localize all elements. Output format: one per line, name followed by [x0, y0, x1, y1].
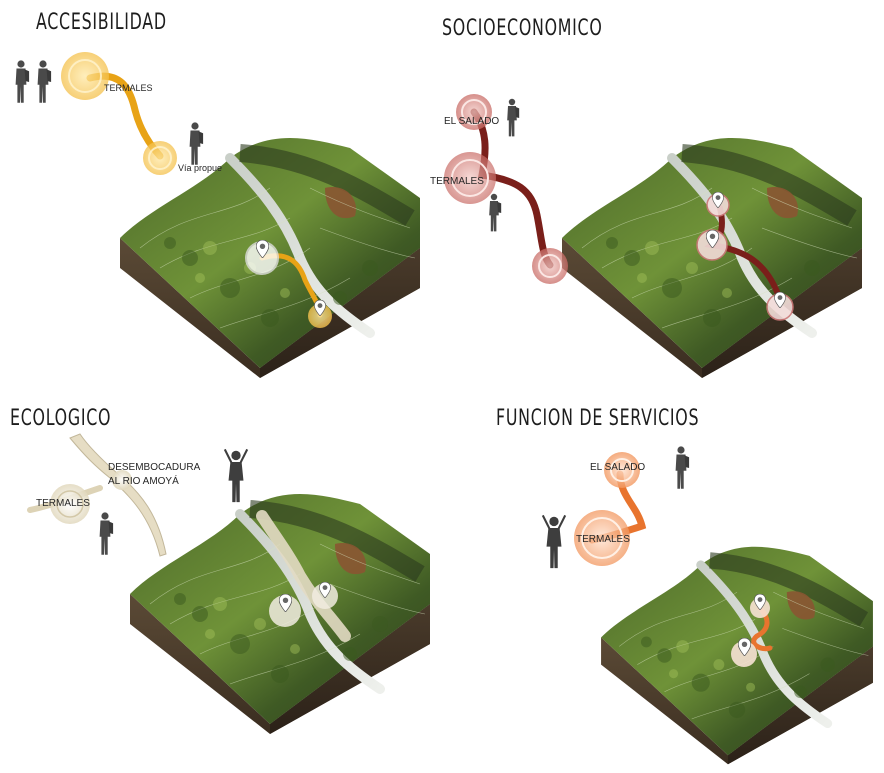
hiker-figure	[16, 60, 30, 102]
hiker-figure	[100, 512, 114, 554]
hiker-figure	[190, 122, 204, 164]
panel-socioeconomico: SOCIOECONOMICO EL SALADO TERMALES	[442, 0, 884, 386]
ecologico-diagram	[0, 386, 442, 773]
person-arms-up-figure	[542, 515, 566, 568]
funcion-diagram	[442, 386, 884, 773]
label-termales: TERMALES	[576, 534, 630, 546]
panel-ecologico: ECOLOGICO DESEMBOCADURA AL RIO AMOYÁ TER…	[0, 386, 442, 773]
hiker-figure	[489, 194, 501, 232]
label-desembocadura: DESEMBOCADURA	[108, 462, 200, 474]
label-el-salado: EL SALADO	[590, 462, 645, 474]
label-termales: TERMALES	[104, 82, 153, 94]
hiker-figure	[38, 60, 52, 102]
label-rio-amoya: AL RIO AMOYÁ	[108, 476, 179, 488]
hiker-figure	[676, 446, 690, 488]
socioeconomico-diagram	[442, 0, 884, 386]
hiker-figure	[507, 99, 519, 137]
route-node	[532, 248, 568, 284]
label-via: Vía propue	[178, 162, 222, 174]
label-el-salado: EL SALADO	[444, 116, 499, 128]
person-arms-up-figure	[224, 449, 248, 502]
accesibilidad-diagram	[0, 0, 442, 386]
panel-accesibilidad: ACCESIBILIDAD TERMALES Vía propue	[0, 0, 442, 386]
panel-funcion-servicios: FUNCION DE SERVICIOS EL SALADO TERMALES	[442, 386, 884, 773]
label-termales: TERMALES	[430, 176, 484, 188]
label-termales: TERMALES	[36, 498, 90, 510]
